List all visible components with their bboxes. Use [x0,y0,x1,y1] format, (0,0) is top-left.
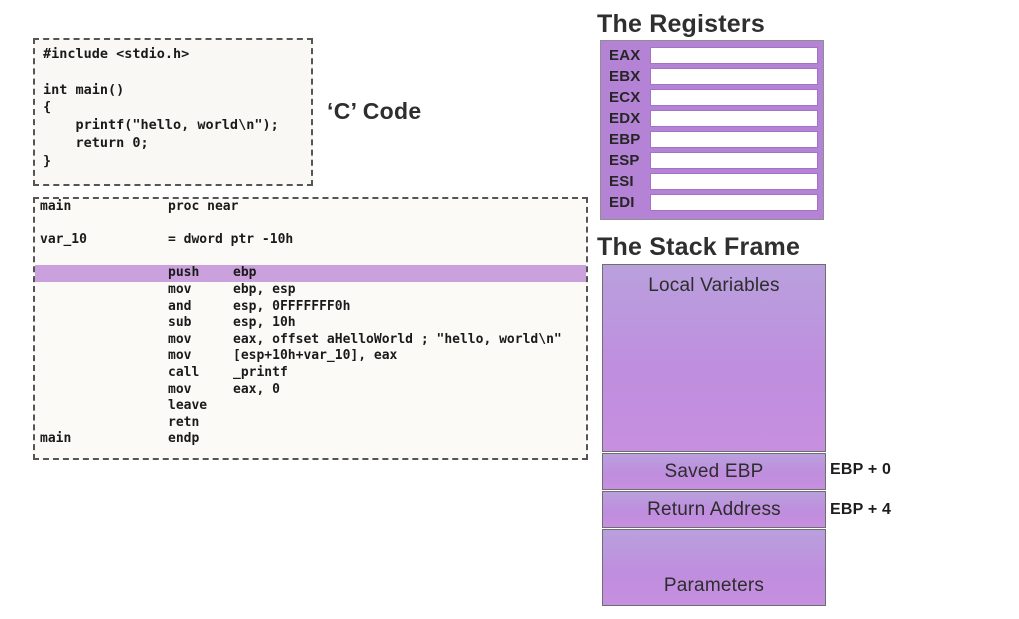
register-row: ESI [605,171,818,192]
assembly-mnemonic: leave [168,398,208,414]
register-row: EBP [605,129,818,150]
assembly-operands: esp, 10h [233,315,296,331]
assembly-label: var_10 [40,232,87,248]
assembly-line: sub esp, 10h [35,315,586,332]
register-row: ESP [605,150,818,171]
register-value-field[interactable] [650,47,818,64]
registers-panel: EAX EBX ECX EDX EBP ESP ESI EDI [600,40,824,220]
register-value-field[interactable] [650,89,818,106]
assembly-label: main [40,431,72,447]
assembly-line [35,216,586,233]
register-row: EAX [605,45,818,66]
assembly-line: mov [esp+10h+var_10], eax [35,348,586,365]
assembly-mnemonic: = dword ptr -10h [168,232,294,248]
assembly-operands: _printf [233,364,288,380]
register-name: EBX [609,68,641,85]
assembly-mnemonic: and [168,298,192,314]
assembly-mnemonic: endp [168,431,200,447]
c-code-panel: #include <stdio.h> int main() { printf("… [33,38,313,186]
assembly-mnemonic: push [168,265,200,281]
stack-block-parameters: Parameters [602,529,826,606]
stack-block-saved-ebp: Saved EBP [602,453,826,490]
assembly-mnemonic: call [168,364,200,380]
register-value-field[interactable] [650,152,818,169]
assembly-operands: ebp, esp [233,281,296,297]
assembly-mnemonic: retn [168,414,200,430]
stack-block-label: Local Variables [648,275,780,296]
registers-heading: The Registers [597,10,765,38]
assembly-line: main endp [35,431,586,448]
register-name: EDI [609,194,635,211]
offset-note-saved-ebp: EBP + 0 [830,461,892,478]
register-name: EDX [609,110,641,127]
assembly-line: call _printf [35,365,586,382]
assembly-line: mov ebp, esp [35,282,586,299]
assembly-line: var_10 = dword ptr -10h [35,232,586,249]
assembly-label: main [40,199,72,214]
register-value-field[interactable] [650,173,818,190]
assembly-line-highlighted: push ebp [35,265,586,282]
stack-block-return-address: Return Address [602,491,826,528]
assembly-line: retn [35,415,586,432]
assembly-line: and esp, 0FFFFFFF0h [35,299,586,316]
c-code-label: ‘C’ Code [327,98,422,124]
assembly-mnemonic: proc near [168,199,239,214]
assembly-line: mov eax, 0 [35,382,586,399]
assembly-line [35,249,586,266]
assembly-operands: eax, offset aHelloWorld ; "hello, world\… [233,331,562,347]
register-name: EBP [609,131,641,148]
stack-block-label: Saved EBP [664,461,764,482]
assembly-listing-panel: main proc near var_10 = dword ptr -10h push e… [33,197,588,460]
assembly-operands: ebp [233,265,257,281]
assembly-mnemonic: mov [168,348,192,364]
assembly-mnemonic: sub [168,315,192,331]
assembly-mnemonic: mov [168,281,192,297]
register-name: ESP [609,152,640,169]
assembly-mnemonic: mov [168,331,192,347]
register-row: ECX [605,87,818,108]
register-row: EBX [605,66,818,87]
register-name: ECX [609,89,641,106]
register-name: ESI [609,173,634,190]
stack-block-local-variables: Local Variables [602,264,826,452]
assembly-line: leave [35,398,586,415]
assembly-line: main proc near [35,199,586,216]
stack-frame-diagram: Local Variables Saved EBP Return Address… [602,264,826,607]
assembly-operands: esp, 0FFFFFFF0h [233,298,351,314]
register-value-field[interactable] [650,194,818,211]
assembly-operands: eax, 0 [233,381,280,397]
register-row: EDI [605,192,818,213]
c-code-source: #include <stdio.h> int main() { printf("… [43,46,279,169]
register-value-field[interactable] [650,110,818,127]
stack-frame-heading: The Stack Frame [597,233,801,261]
stack-block-label: Return Address [647,499,781,520]
register-value-field[interactable] [650,131,818,148]
register-value-field[interactable] [650,68,818,85]
register-row: EDX [605,108,818,129]
assembly-line: mov eax, offset aHelloWorld ; "hello, wor… [35,332,586,349]
register-name: EAX [609,47,641,64]
assembly-mnemonic: mov [168,381,192,397]
stack-block-label: Parameters [663,575,765,596]
assembly-operands: [esp+10h+var_10], eax [233,348,398,364]
offset-note-return-address: EBP + 4 [830,501,892,518]
